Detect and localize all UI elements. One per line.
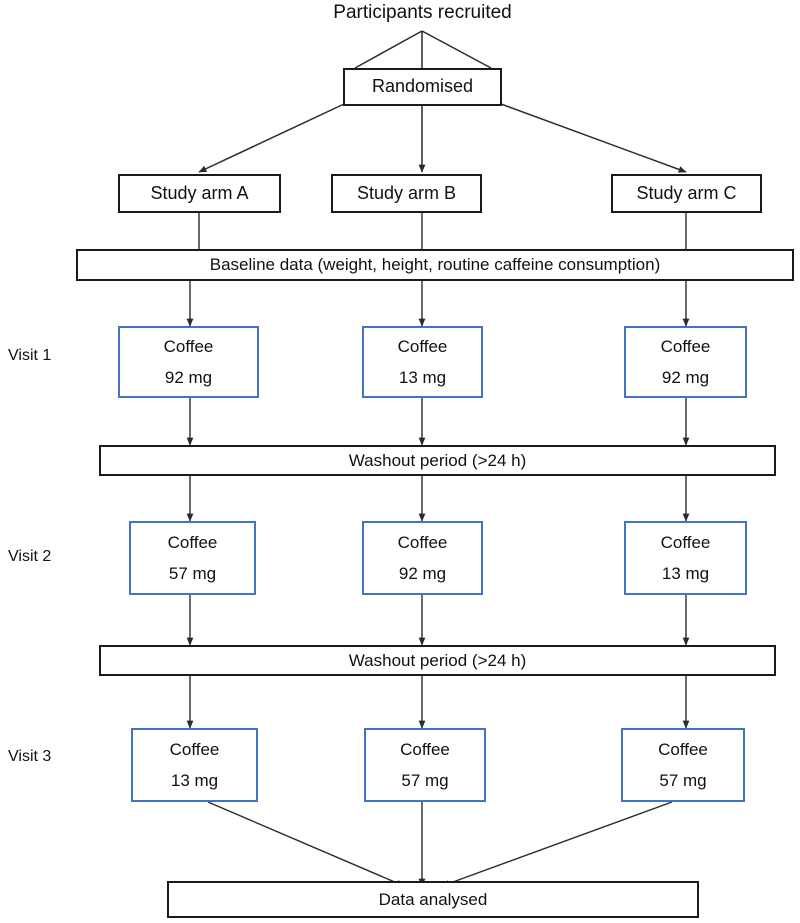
- node-study-arm-a[interactable]: Study arm A: [118, 174, 281, 213]
- visit3-arm-a-drink: Coffee: [169, 739, 220, 759]
- washout-period-2-label: Washout period (>24 h): [348, 650, 527, 670]
- node-visit2-arm-c[interactable]: Coffee 13 mg: [624, 521, 747, 595]
- visit2-arm-c-drink: Coffee: [660, 532, 711, 552]
- baseline-data-label: Baseline data (weight, height, routine c…: [209, 255, 661, 275]
- visit-1-label: Visit 1: [8, 347, 52, 364]
- node-washout-period-1[interactable]: Washout period (>24 h): [99, 445, 776, 476]
- node-visit2-arm-a[interactable]: Coffee 57 mg: [129, 521, 256, 595]
- visit1-arm-c-dose: 92 mg: [661, 367, 710, 387]
- visit1-arm-c-drink: Coffee: [660, 336, 711, 356]
- visit3-arm-b-drink: Coffee: [400, 739, 450, 759]
- visit-2-label: Visit 2: [8, 548, 52, 565]
- study-arm-a-label: Study arm A: [150, 182, 249, 203]
- visit2-arm-a-drink: Coffee: [167, 532, 218, 552]
- visit1-arm-b-dose: 13 mg: [398, 367, 447, 387]
- study-arm-b-label: Study arm B: [356, 182, 457, 203]
- visit2-arm-c-dose: 13 mg: [661, 563, 710, 583]
- page-title: Participants recruited: [333, 2, 512, 23]
- visit-3-label: Visit 3: [8, 748, 52, 765]
- node-randomised-label: Randomised: [371, 76, 474, 97]
- visit2-arm-a-dose: 57 mg: [168, 563, 217, 583]
- node-baseline-data[interactable]: Baseline data (weight, height, routine c…: [76, 249, 794, 281]
- node-washout-period-2[interactable]: Washout period (>24 h): [99, 645, 776, 676]
- visit1-arm-b-drink: Coffee: [397, 336, 448, 356]
- node-visit3-arm-b[interactable]: Coffee 57 mg: [364, 728, 486, 802]
- visit3-arm-a-dose: 13 mg: [170, 770, 219, 790]
- node-randomised[interactable]: Randomised: [343, 68, 502, 106]
- node-visit1-arm-c[interactable]: Coffee 92 mg: [624, 326, 747, 398]
- node-visit1-arm-a[interactable]: Coffee 92 mg: [118, 326, 259, 398]
- visit1-arm-a-dose: 92 mg: [164, 367, 213, 387]
- node-study-arm-b[interactable]: Study arm B: [331, 174, 482, 213]
- node-visit1-arm-b[interactable]: Coffee 13 mg: [362, 326, 483, 398]
- visit3-arm-c-dose: 57 mg: [659, 770, 707, 790]
- node-visit2-arm-b[interactable]: Coffee 92 mg: [362, 521, 483, 595]
- visit2-arm-b-dose: 92 mg: [398, 563, 447, 583]
- washout-period-1-label: Washout period (>24 h): [348, 450, 527, 470]
- visit3-arm-b-dose: 57 mg: [401, 770, 449, 790]
- node-data-analysed[interactable]: Data analysed: [167, 881, 699, 918]
- visit2-arm-b-drink: Coffee: [397, 532, 448, 552]
- visit1-arm-a-drink: Coffee: [163, 336, 214, 356]
- node-visit3-arm-a[interactable]: Coffee 13 mg: [131, 728, 258, 802]
- node-visit3-arm-c[interactable]: Coffee 57 mg: [621, 728, 745, 802]
- data-analysed-label: Data analysed: [378, 889, 488, 909]
- study-arm-c-label: Study arm C: [636, 182, 737, 203]
- visit3-arm-c-drink: Coffee: [658, 739, 708, 759]
- node-study-arm-c[interactable]: Study arm C: [611, 174, 762, 213]
